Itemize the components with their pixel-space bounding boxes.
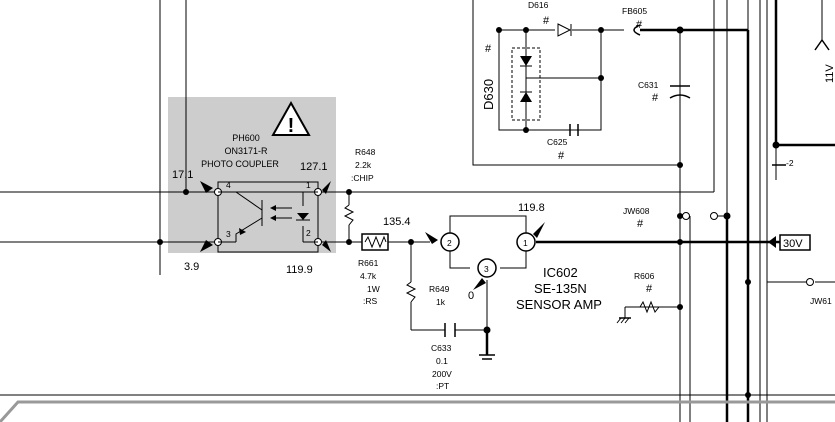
rail-30v-flag [768,234,811,251]
fb605-symbol [633,24,641,36]
r661-resistor [361,233,389,251]
r661-value: 4.7k [360,271,377,281]
r649-value: 1k [436,297,446,307]
c625-ref: C625 [547,137,568,147]
r606-mark: # [646,283,653,295]
ph600-pin4: 4 [226,180,231,190]
ph600-pin3: 3 [226,229,231,239]
page-frame [0,400,835,422]
ic602-v-pin1: 119.8 [518,202,545,214]
d616-ref: D616 [528,0,549,10]
ic602-v-pin3: 0 [468,290,474,302]
r661-ref: R661 [358,258,379,268]
resistors [343,204,680,314]
r648-note: :CHIP [351,173,374,183]
ph600-part: ON3171-R [224,146,268,156]
photocoupler-symbols [239,205,309,235]
c631-mark: # [652,92,659,104]
ph600-v-pin3: 3.9 [184,261,199,273]
jw61-ref: JW61 [810,296,832,306]
rail-minus2-label: -2 [786,158,794,168]
c633-value: 0.1 [436,356,448,366]
c633-note: :PT [436,381,449,391]
ph600-v-pin4: 17.1 [172,169,193,181]
ph600-v-pin2: 119.9 [286,264,313,276]
thick-wiring [485,0,835,422]
svg-text:!: ! [288,115,295,137]
ic602-pin2: 2 [447,238,452,248]
fb605-ref: FB605 [622,6,647,16]
warning-triangle-icon: ! [271,100,311,137]
jw608-ref: JW608 [623,206,650,216]
ic602-desc: SENSOR AMP [516,297,602,312]
r661-power: 1W [367,284,380,294]
ic602-pin1: 1 [523,238,528,248]
c631-ref: C631 [638,80,659,90]
rail-30v-label: 30V [783,238,803,250]
rail-11v-label: 11V [824,64,835,83]
r648-value: 2.2k [355,160,372,170]
d630-mark: # [485,43,492,55]
ph600-v-pin1: 127.1 [300,161,328,173]
c633-ref: C633 [431,343,452,353]
c633-voltage: 200V [432,369,452,379]
fb605-mark: # [636,19,643,31]
ic602-v-pin2: 135.4 [383,216,411,228]
r648-ref: R648 [355,147,376,157]
ic602-pins [440,232,536,278]
capacitors [444,85,691,337]
d630-ref: D630 [481,79,496,110]
r661-note: :RS [363,296,378,306]
ph600-desc: PHOTO COUPLER [201,159,279,169]
ph600-pin1: 1 [306,180,311,190]
ground-symbols [479,164,786,360]
ph600-ref: PH600 [232,133,260,143]
c625-mark: # [558,150,565,162]
d616-mark: # [543,15,550,27]
r606-ref: R606 [634,271,655,281]
diodes [520,23,572,102]
ic602-ref: IC602 [543,265,578,280]
rail-11v-arrow [814,38,830,51]
ic602-part: SE-135N [534,281,587,296]
photocoupler-highlight-panel [168,97,336,253]
jw608-mark: # [637,218,644,230]
ph600-pin2: 2 [306,228,311,238]
r649-ref: R649 [429,284,450,294]
ic602-pin3: 3 [484,264,489,274]
measurement-arrows [200,181,545,290]
